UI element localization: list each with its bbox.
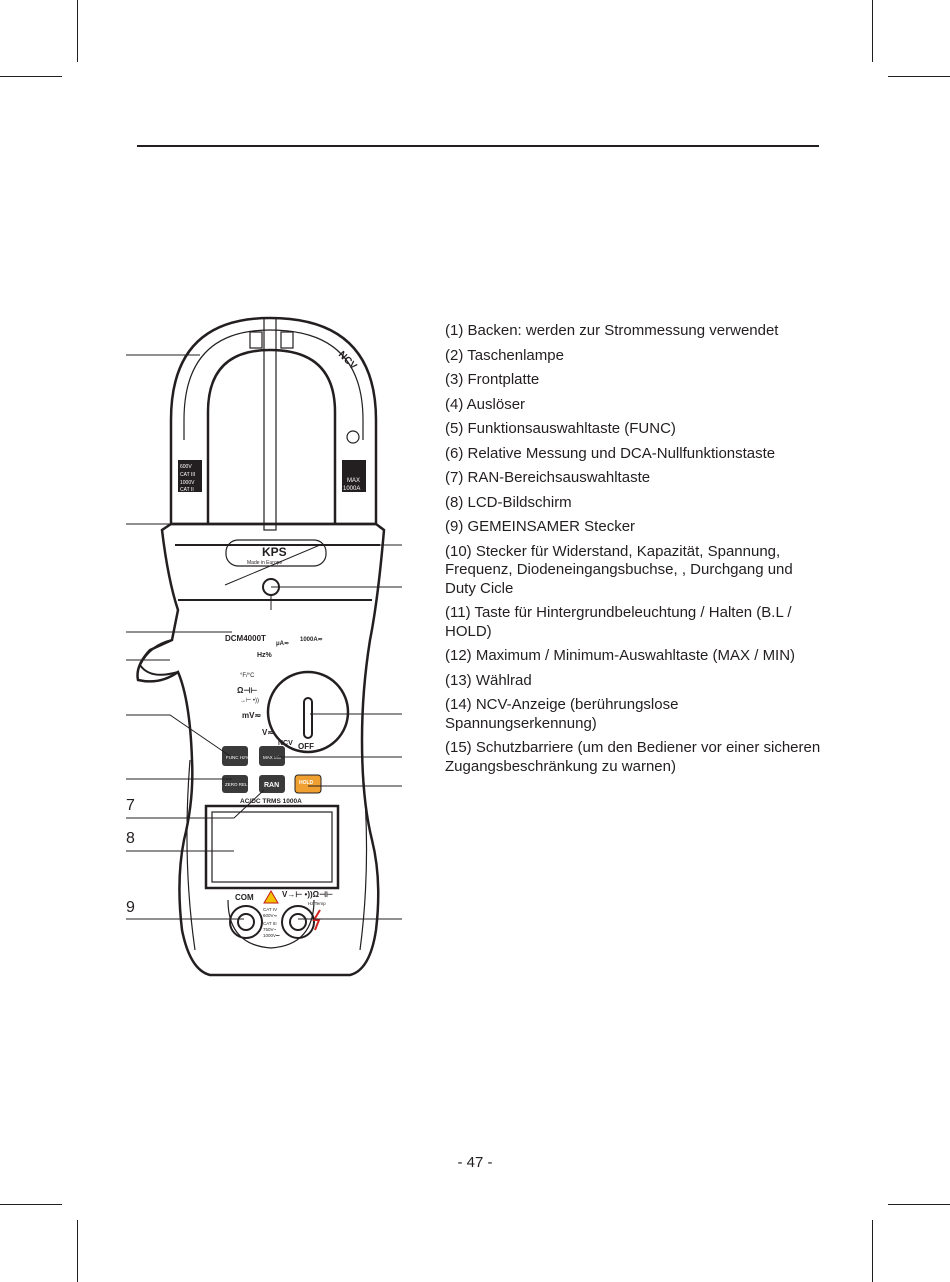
svg-text:1000V⎓: 1000V⎓ [263,933,280,938]
crop-mark [77,0,78,62]
legend-item: (4) Auslöser [445,395,526,413]
svg-text:OFF: OFF [298,742,314,751]
callout-9: 9 [126,899,135,916]
legend-item: (15) Schutzbarriere (um den Bediener vor… [445,739,821,775]
func-button [222,746,248,766]
svg-text:CAT III: CAT III [180,472,195,478]
svg-text:1000A: 1000A [343,486,360,492]
svg-text:600V≂: 600V≂ [263,913,278,918]
trms-label: AC/DC TRMS 1000A [240,798,302,805]
legend-item: (7) RAN-Bereichsauswahltaste [445,469,651,486]
parts-legend: (1) Backen: werden zur Strommessung verw… [445,322,825,782]
crop-mark [77,1220,78,1282]
svg-text:°F/°C: °F/°C [240,673,255,679]
legend-item: (9) GEMEINSAMER Stecker [445,518,636,535]
header-rule [137,145,819,147]
svg-text:NCV: NCV [278,740,293,747]
made-in-label: Made in Europe [247,560,283,566]
svg-text:600V: 600V [180,464,192,470]
legend-item: (11) Taste für Hintergrundbeleuchtung / … [445,604,792,640]
com-terminal [229,905,263,939]
ran-button [259,775,285,793]
hold-button [294,774,322,794]
legend-item: (10) Stecker für Widerstand, Kapazität, … [445,542,793,597]
v-terminal-label: V→⊢ •))Ω⊣⊢ [282,889,333,899]
meter-body [136,522,386,977]
svg-text:ZERO REL: ZERO REL [225,782,248,787]
crop-mark [872,1220,873,1282]
rotary-dial [266,670,350,754]
legend-item: (13) Wählrad [445,671,532,689]
svg-text:HOLD: HOLD [299,780,314,786]
com-label: COM [235,893,254,902]
legend-item: (5) Funktionsauswahltaste (FUNC) [445,420,676,437]
legend-item: (14) NCV-Anzeige (berührungslose Spannun… [445,696,679,732]
svg-text:Ω⊣⊢: Ω⊣⊢ [237,685,257,695]
trigger [138,639,179,676]
svg-text:CAT II: CAT II [180,487,194,493]
svg-text:Hz%: Hz% [257,652,273,659]
svg-text:FUNC Hz%: FUNC Hz% [226,755,249,760]
svg-text:RAN: RAN [264,782,279,789]
legend-item: (3) Frontplatte [445,371,540,388]
leader-lines [126,354,402,920]
legend-item: (8) LCD-Bildschirm [445,493,572,511]
legend-item: (1) Backen: werden zur Strommessung verw… [445,322,779,339]
svg-text:mV≂: mV≂ [242,711,261,720]
crop-mark [888,76,950,77]
jaw-opening [206,348,337,524]
callout-7: 7 [126,797,135,814]
v-terminal [281,905,315,939]
svg-text:→⊢ •)): →⊢ •)) [240,697,259,704]
max-min-button [259,746,285,766]
crop-mark [0,1204,62,1205]
crop-mark [0,76,62,77]
svg-text:CAT III: CAT III [263,921,277,926]
svg-text:CAT IV: CAT IV [263,907,277,912]
model-label: DCM4000T [225,634,266,643]
legend-item: (2) Taschenlampe [445,346,564,364]
jaw-ncv-label: NCV [336,349,359,372]
svg-text:μA≂: μA≂ [276,641,289,647]
svg-text:V≂: V≂ [262,728,274,737]
legend-item: (12) Maximum / Minimum-Auswahltaste (MAX… [445,647,796,664]
brand-logo: KPS [262,545,287,559]
legend-item: (6) Relative Messung und DCA-Nullfunktio… [445,444,776,462]
crop-mark [888,1204,950,1205]
svg-text:1000A≂: 1000A≂ [300,637,323,643]
svg-text:750V~: 750V~ [263,927,277,932]
crop-mark [872,0,873,62]
svg-text:MAX: MAX [347,478,360,484]
lcd-screen [204,804,340,890]
svg-text:Hz Temp: Hz Temp [308,901,326,906]
callout-8: 8 [126,830,135,847]
svg-text:1000V: 1000V [180,480,195,486]
page-number: - 47 - [457,1154,493,1171]
